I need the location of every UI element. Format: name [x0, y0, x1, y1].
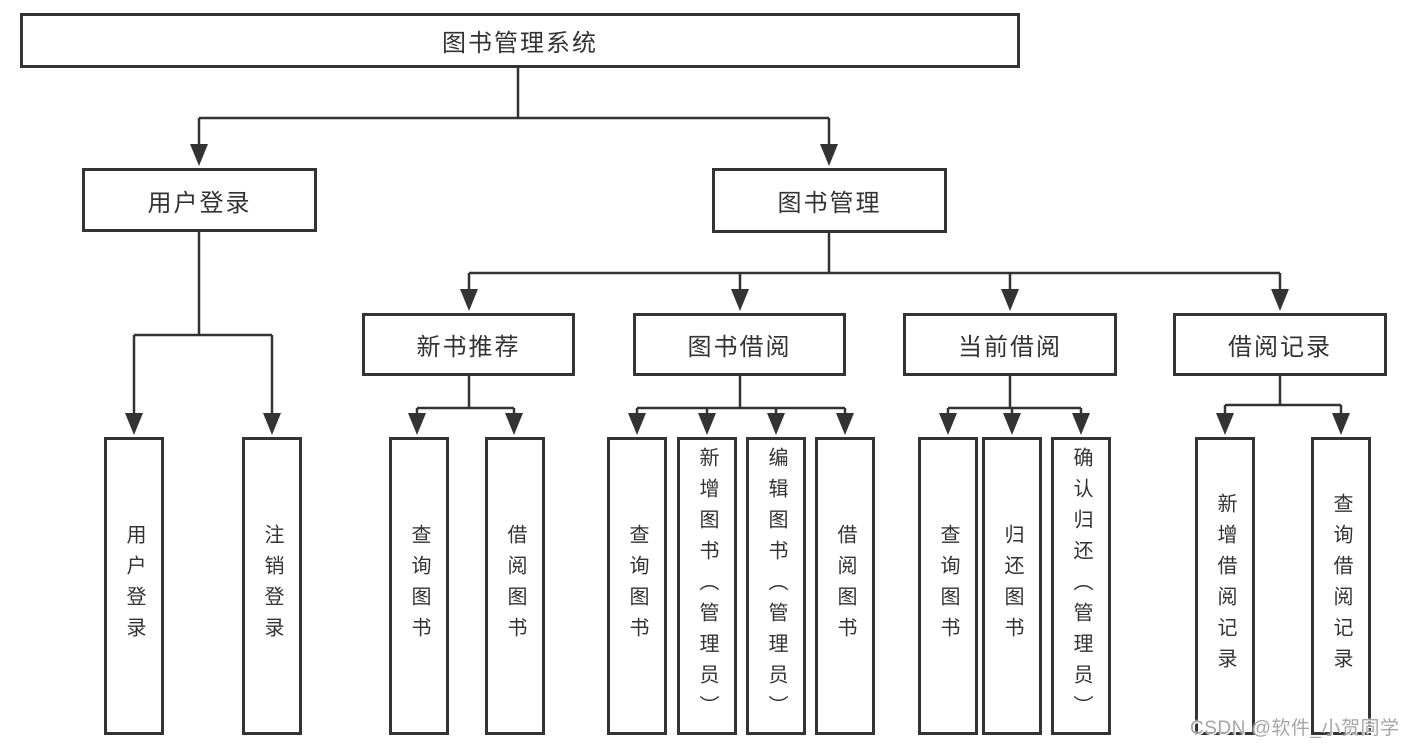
leaf-add-book-admin: 新增图书（管理员）	[677, 437, 737, 735]
leaf-edit-book-admin: 编辑图书（管理员）	[746, 437, 806, 735]
node-user-login: 用户登录	[82, 168, 317, 232]
leaf-borrow-book: 借阅图书	[815, 437, 875, 735]
node-book-manage: 图书管理	[712, 168, 947, 233]
leaf-confirm-return-admin: 确认归还（管理员）	[1051, 437, 1111, 735]
node-library-system: 图书管理系统	[20, 13, 1020, 68]
csdn-watermark: CSDN @软件_小贺同学	[1190, 718, 1400, 739]
leaf-query-borrow-record: 查询借阅记录	[1311, 437, 1371, 735]
node-borrow-record: 借阅记录	[1173, 313, 1387, 376]
leaf-query-book-borrow: 查询图书	[607, 437, 667, 735]
leaf-query-book-current: 查询图书	[918, 437, 978, 735]
leaf-return-book: 归还图书	[982, 437, 1042, 735]
leaf-query-book-recommend: 查询图书	[389, 437, 449, 735]
node-current-borrow: 当前借阅	[903, 313, 1117, 376]
leaf-logout: 注销登录	[242, 437, 302, 735]
leaf-user-login: 用户登录	[104, 437, 164, 735]
node-new-book-recommend: 新书推荐	[362, 313, 575, 376]
leaf-add-borrow-record: 新增借阅记录	[1195, 437, 1255, 735]
node-book-borrow: 图书借阅	[633, 313, 846, 376]
leaf-borrow-book-recommend: 借阅图书	[485, 437, 545, 735]
